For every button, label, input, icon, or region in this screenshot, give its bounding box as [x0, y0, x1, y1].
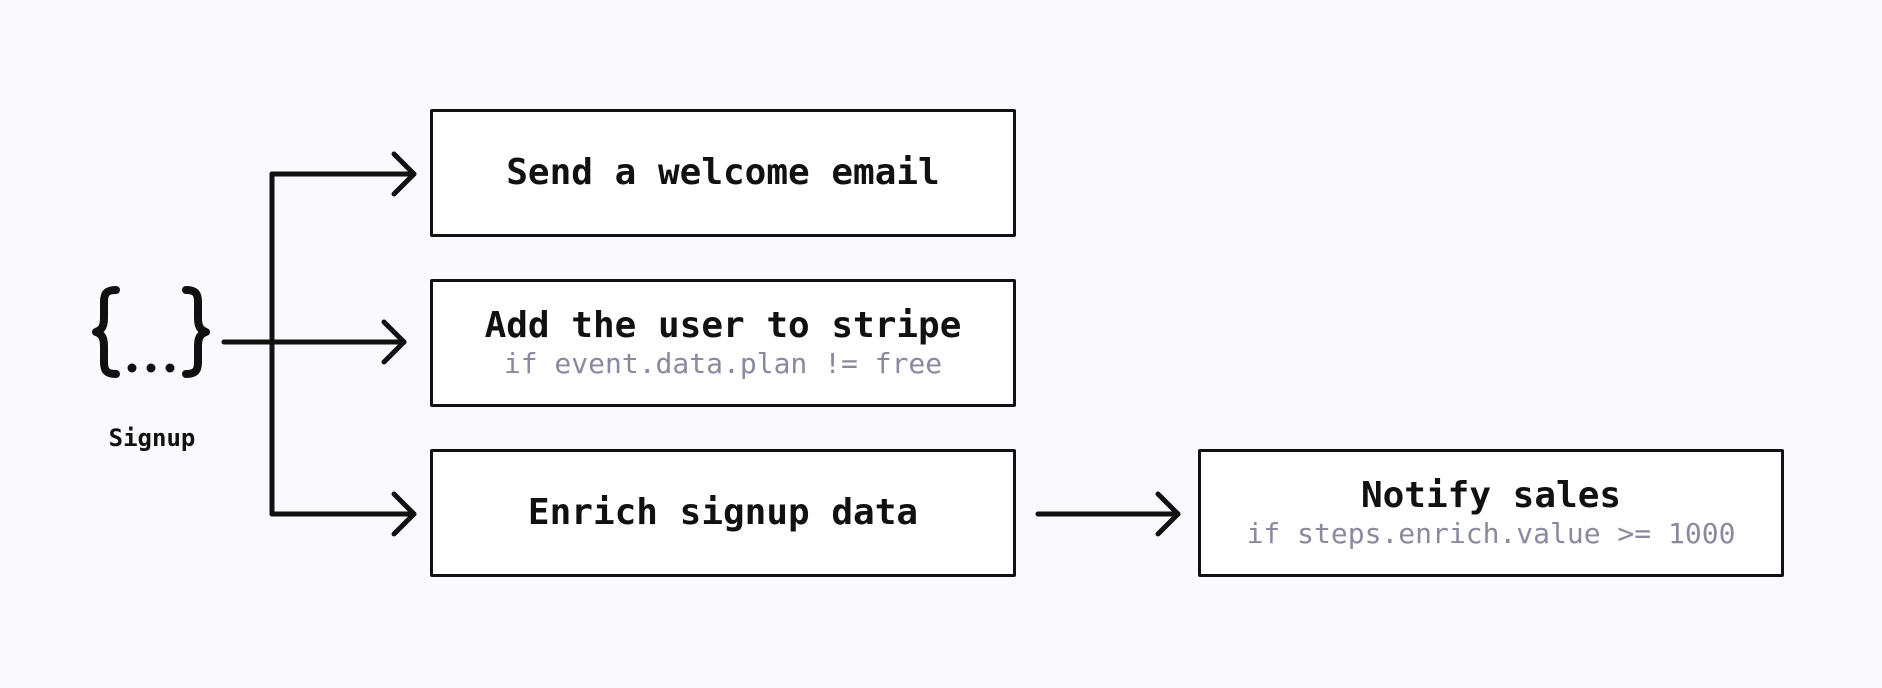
step-title: Enrich signup data [527, 492, 919, 533]
step-notify-sales[interactable]: Notify sales if steps.enrich.value >= 10… [1198, 449, 1784, 577]
welcome-arrowhead-icon [391, 151, 417, 197]
trigger-label: Signup [108, 424, 196, 452]
step-condition: if steps.enrich.value >= 1000 [1246, 517, 1736, 550]
step-title: Add the user to stripe [484, 305, 962, 346]
notify-arrowhead-icon [1155, 491, 1181, 537]
curly-braces-ellipsis-icon [92, 286, 210, 378]
step-enrich-signup-data[interactable]: Enrich signup data [430, 449, 1016, 577]
stripe-arrowhead-icon [381, 319, 407, 365]
step-title: Notify sales [1360, 475, 1622, 516]
step-send-welcome-email[interactable]: Send a welcome email [430, 109, 1016, 237]
step-condition: if event.data.plan != free [503, 347, 943, 380]
enrich-arrowhead-icon [391, 491, 417, 537]
step-title: Send a welcome email [506, 152, 940, 193]
step-add-user-to-stripe[interactable]: Add the user to stripe if event.data.pla… [430, 279, 1016, 407]
